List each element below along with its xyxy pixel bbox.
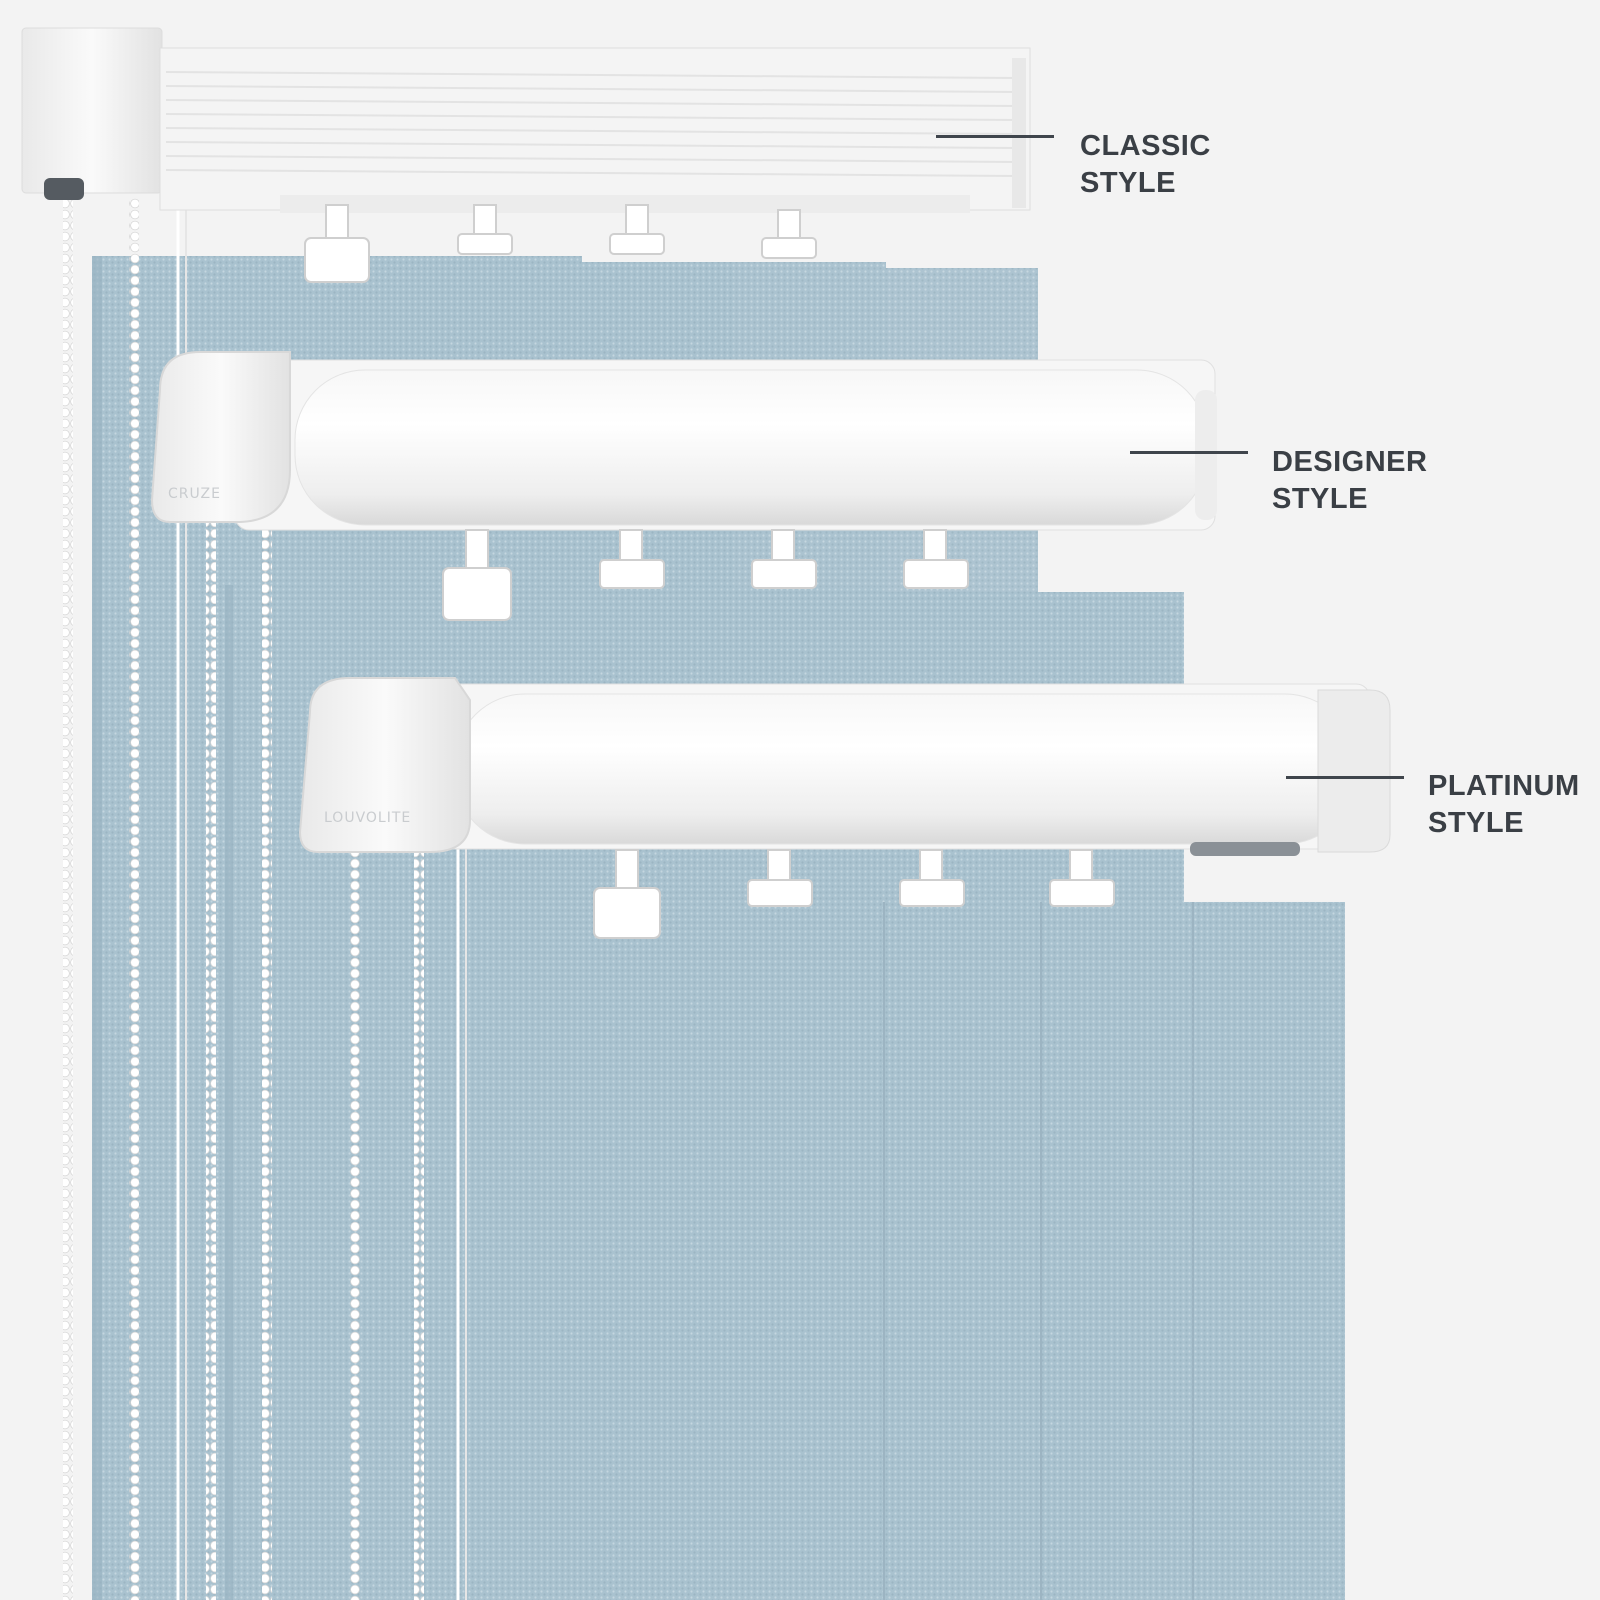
classic-headrail: [21, 27, 1031, 283]
platinum-leader-line: [1286, 776, 1404, 779]
designer-brand-mark: CRUZE: [168, 486, 221, 502]
designer-label-line2: STYLE: [1272, 483, 1368, 515]
classic-label-line2: STYLE: [1080, 167, 1176, 199]
louvre-hook: [442, 529, 969, 621]
designer-headrail: CRUZE: [150, 351, 1217, 621]
designer-style-label: DESIGNER STYLE: [1272, 444, 1427, 518]
louvre: [1193, 902, 1345, 1600]
platinum-label-line1: PLATINUM: [1428, 770, 1580, 802]
platinum-style-label: PLATINUM STYLE: [1428, 768, 1580, 842]
platinum-headrail: LOUVOLITE: [298, 677, 1391, 939]
louvre: [884, 902, 1041, 1600]
platinum-louvres: [374, 902, 1345, 1600]
classic-style-label: CLASSIC STYLE: [1080, 128, 1211, 202]
platinum-brand-mark: LOUVOLITE: [324, 810, 411, 826]
louvre: [1041, 902, 1193, 1600]
louvre-hook: [304, 204, 817, 283]
louvre-hook: [593, 849, 1115, 939]
designer-leader-line: [1130, 451, 1248, 454]
classic-leader-line: [936, 135, 1054, 138]
louvre: [374, 902, 884, 1600]
platinum-label-line2: STYLE: [1428, 807, 1524, 839]
designer-label-line1: DESIGNER: [1272, 446, 1428, 478]
classic-label-line1: CLASSIC: [1080, 130, 1211, 162]
